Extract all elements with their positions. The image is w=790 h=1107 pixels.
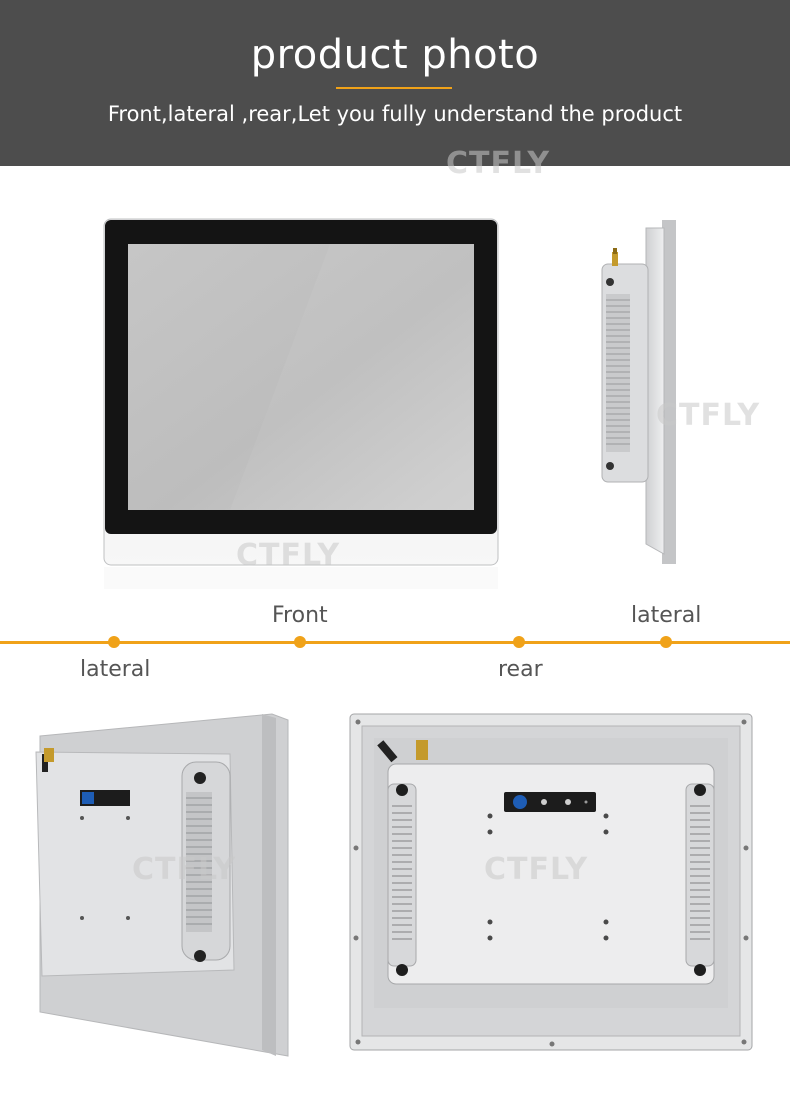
- page-title: product photo: [250, 32, 540, 78]
- rear-angled-view-image: [35, 713, 289, 1057]
- label-lateral-right: lateral: [631, 603, 702, 628]
- timeline-dot-lateral-right: [660, 636, 672, 648]
- page-subtitle: Front,lateral ,rear,Let you fully unders…: [107, 102, 683, 126]
- label-front: Front: [272, 603, 328, 628]
- rear-view-image: [349, 713, 753, 1051]
- title-underline: [336, 87, 452, 89]
- timeline-dot-rear: [513, 636, 525, 648]
- front-view-image: [103, 218, 499, 589]
- label-lateral-left: lateral: [80, 657, 151, 682]
- timeline-dot-front: [294, 636, 306, 648]
- timeline-dot-lateral-left: [108, 636, 120, 648]
- lateral-view-image: [601, 220, 676, 564]
- label-rear: rear: [498, 657, 543, 682]
- timeline-line: [0, 641, 790, 644]
- header-banner: product photo Front,lateral ,rear,Let yo…: [0, 0, 790, 166]
